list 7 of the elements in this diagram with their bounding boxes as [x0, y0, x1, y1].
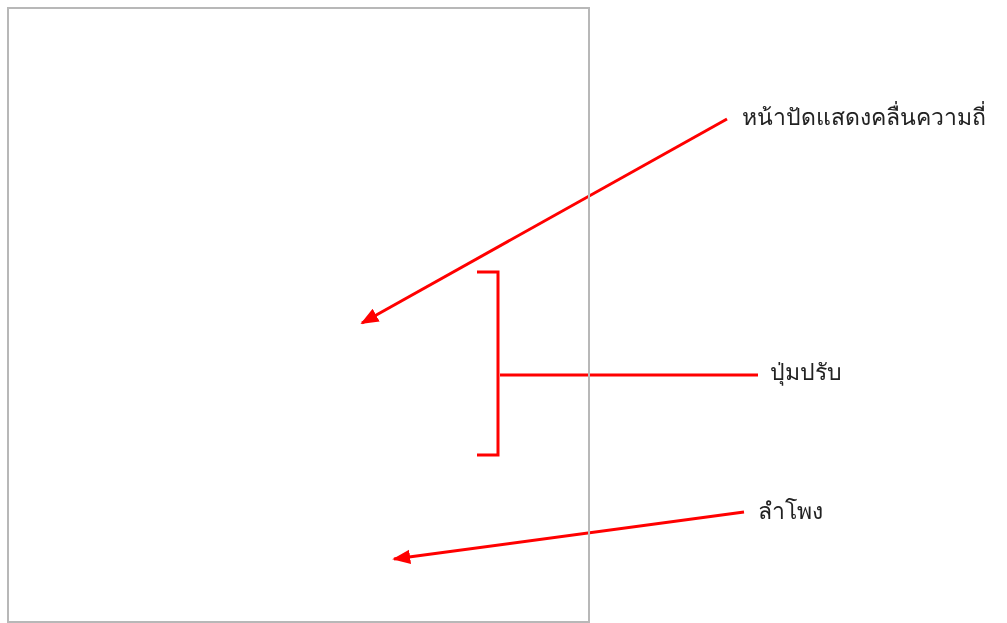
part-label: หน้าปัดแสดงคลื่นความถี่ — [742, 103, 986, 133]
leader-line — [500, 373, 758, 377]
part-label: ลำโพง — [758, 497, 823, 527]
part-label: ปุ่มปรับ — [770, 358, 842, 388]
leader-line — [392, 510, 745, 564]
image-frame — [7, 7, 590, 623]
leader-line — [360, 117, 728, 325]
